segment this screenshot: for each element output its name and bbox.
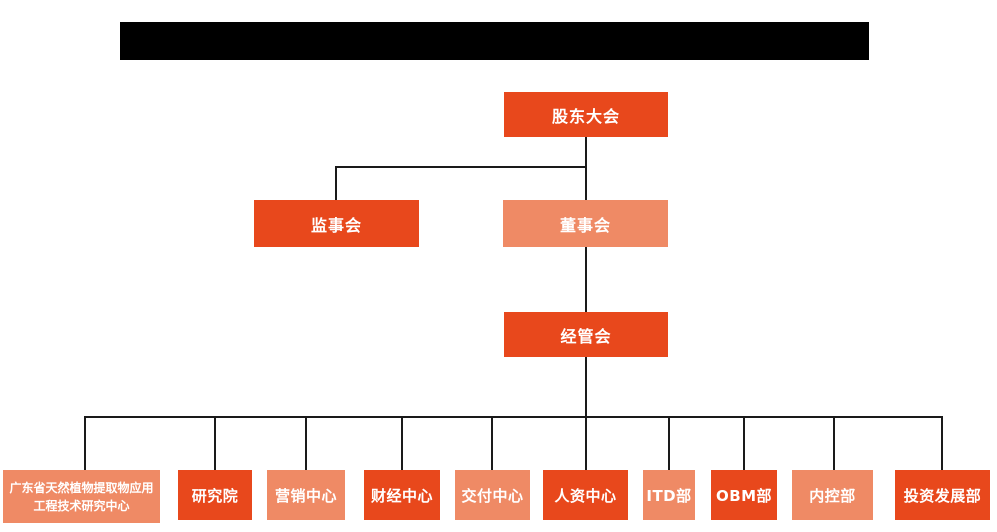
node-management-committee: 经管会 bbox=[504, 312, 668, 357]
connector-drop-research-institute bbox=[214, 416, 216, 470]
connector-drop-finance-center bbox=[401, 416, 403, 470]
connector-shareholders-to-board bbox=[585, 137, 587, 200]
node-shareholders-meeting: 股东大会 bbox=[504, 92, 668, 137]
dept-node-hr-center: 人资中心 bbox=[543, 470, 628, 520]
dept-node-marketing-center: 营销中心 bbox=[267, 470, 345, 520]
connector-drop-marketing-center bbox=[305, 416, 307, 470]
node-board-of-directors: 董事会 bbox=[503, 200, 668, 247]
dept-node-obm: OBM部 bbox=[711, 470, 777, 520]
node-supervisory-board: 监事会 bbox=[254, 200, 419, 247]
connector-drop-hr-center bbox=[585, 416, 587, 470]
dept-node-finance-center: 财经中心 bbox=[364, 470, 440, 520]
connector-drop-itd bbox=[668, 416, 670, 470]
connector-drop-delivery-center bbox=[491, 416, 493, 470]
redacted-title-bar bbox=[120, 22, 869, 60]
connector-drop-internal-control bbox=[833, 416, 835, 470]
dept-node-itd: ITD部 bbox=[643, 470, 695, 520]
dept-node-delivery-center: 交付中心 bbox=[455, 470, 530, 520]
dept-node-investment-development: 投资发展部 bbox=[895, 470, 990, 520]
connector-drop-research-center bbox=[84, 416, 86, 470]
connector-branch-level2 bbox=[335, 166, 587, 168]
connector-board-to-management bbox=[585, 247, 587, 312]
connector-management-to-branch bbox=[585, 357, 587, 417]
dept-node-research-institute: 研究院 bbox=[178, 470, 252, 520]
connector-branch-to-supervisory bbox=[335, 166, 337, 200]
connector-branch-departments bbox=[84, 416, 943, 418]
connector-drop-investment-development bbox=[941, 416, 943, 470]
connector-drop-obm bbox=[743, 416, 745, 470]
dept-node-internal-control: 内控部 bbox=[792, 470, 873, 520]
dept-node-research-center: 广东省天然植物提取物应用工程技术研究中心 bbox=[3, 470, 160, 523]
